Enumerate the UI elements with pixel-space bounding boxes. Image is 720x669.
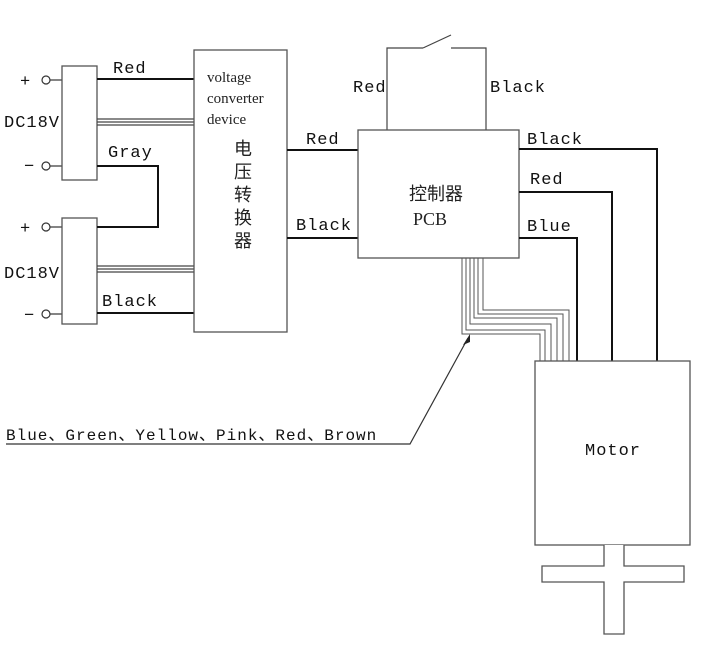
wire-blue-motor-label: Blue [527, 218, 572, 237]
wire-black-battery-label: Black [102, 293, 158, 312]
controller-pcb: 控制器 PCB [357, 129, 520, 259]
controller-to-motor-wires: Black Red Blue [519, 131, 658, 361]
battery-top-body [61, 65, 98, 181]
switch-left-label: Red [353, 79, 387, 98]
battery-pack-bottom: + DC18V − [4, 217, 98, 326]
wire-gray-label: Gray [108, 144, 153, 163]
callout-arrowhead-icon [463, 334, 470, 345]
callout-leader-line [6, 337, 469, 445]
wire-bundle-bottom [97, 265, 194, 273]
battery-top-minus-sign: − [24, 158, 35, 177]
wire-black-motor [519, 148, 658, 361]
battery-bottom-voltage: DC18V [4, 265, 60, 284]
converter-title-line-1: voltage [207, 70, 251, 86]
converter-cjk-char-5: 器 [234, 231, 252, 252]
battery-bottom-minus-sign: − [24, 307, 35, 326]
converter-cjk-char-1: 电 [234, 139, 252, 160]
wire-blue-motor [519, 237, 578, 361]
battery-bottom-plus-terminal [41, 222, 51, 232]
motor: Motor [534, 360, 691, 635]
switch-right-lead [451, 47, 487, 130]
converter-title-line-2: converter [207, 91, 264, 107]
controller-cjk-label: 控制器 [409, 184, 463, 205]
battery-top-plus-terminal [41, 75, 51, 85]
switch-left-lead [386, 47, 423, 130]
wire-red-converter-label: Red [306, 131, 340, 150]
wire-red-motor-label: Red [530, 171, 564, 190]
wire-black-motor-label: Black [527, 131, 583, 150]
controller-pcb-label: PCB [413, 209, 447, 229]
motor-body [534, 360, 691, 546]
battery-bottom-plus-sign: + [20, 220, 31, 239]
converter-to-controller-wires: Red Black [287, 131, 358, 239]
motor-shaft-coupling [541, 545, 685, 635]
converter-cjk-char-4: 换 [234, 208, 252, 229]
battery-top-voltage: DC18V [4, 114, 60, 133]
wire-black-converter-label: Black [296, 217, 352, 236]
wire-red-motor [519, 191, 613, 361]
battery-pack-top: + DC18V − [4, 65, 98, 181]
battery-bottom-body [61, 217, 98, 325]
wire-red-battery-label: Red [113, 60, 147, 79]
battery-top-plus-sign: + [20, 73, 31, 92]
ribbon-callout: Blue、Green、Yellow、Pink、Red、Brown [6, 334, 470, 445]
motor-label: Motor [585, 442, 641, 461]
wire-bundle-top [97, 118, 194, 126]
ribbon-colors-label: Blue、Green、Yellow、Pink、Red、Brown [6, 427, 377, 445]
voltage-converter: voltage converter device 电 压 转 换 器 [193, 49, 288, 333]
controller-body [357, 129, 520, 259]
power-switch: Red Black [353, 34, 546, 130]
battery-wires: Red Gray Black [97, 60, 194, 314]
wire-gray-series-link [97, 165, 159, 228]
switch-right-label: Black [490, 79, 546, 98]
converter-cjk-char-3: 转 [234, 185, 252, 206]
converter-cjk-char-2: 压 [234, 162, 252, 183]
hall-sensor-ribbon-cable [461, 258, 570, 361]
switch-lever [422, 34, 452, 49]
voltage-converter-body [193, 49, 288, 333]
battery-top-minus-terminal [41, 161, 51, 171]
converter-title-line-3: device [207, 112, 246, 128]
battery-bottom-minus-terminal [41, 309, 51, 319]
